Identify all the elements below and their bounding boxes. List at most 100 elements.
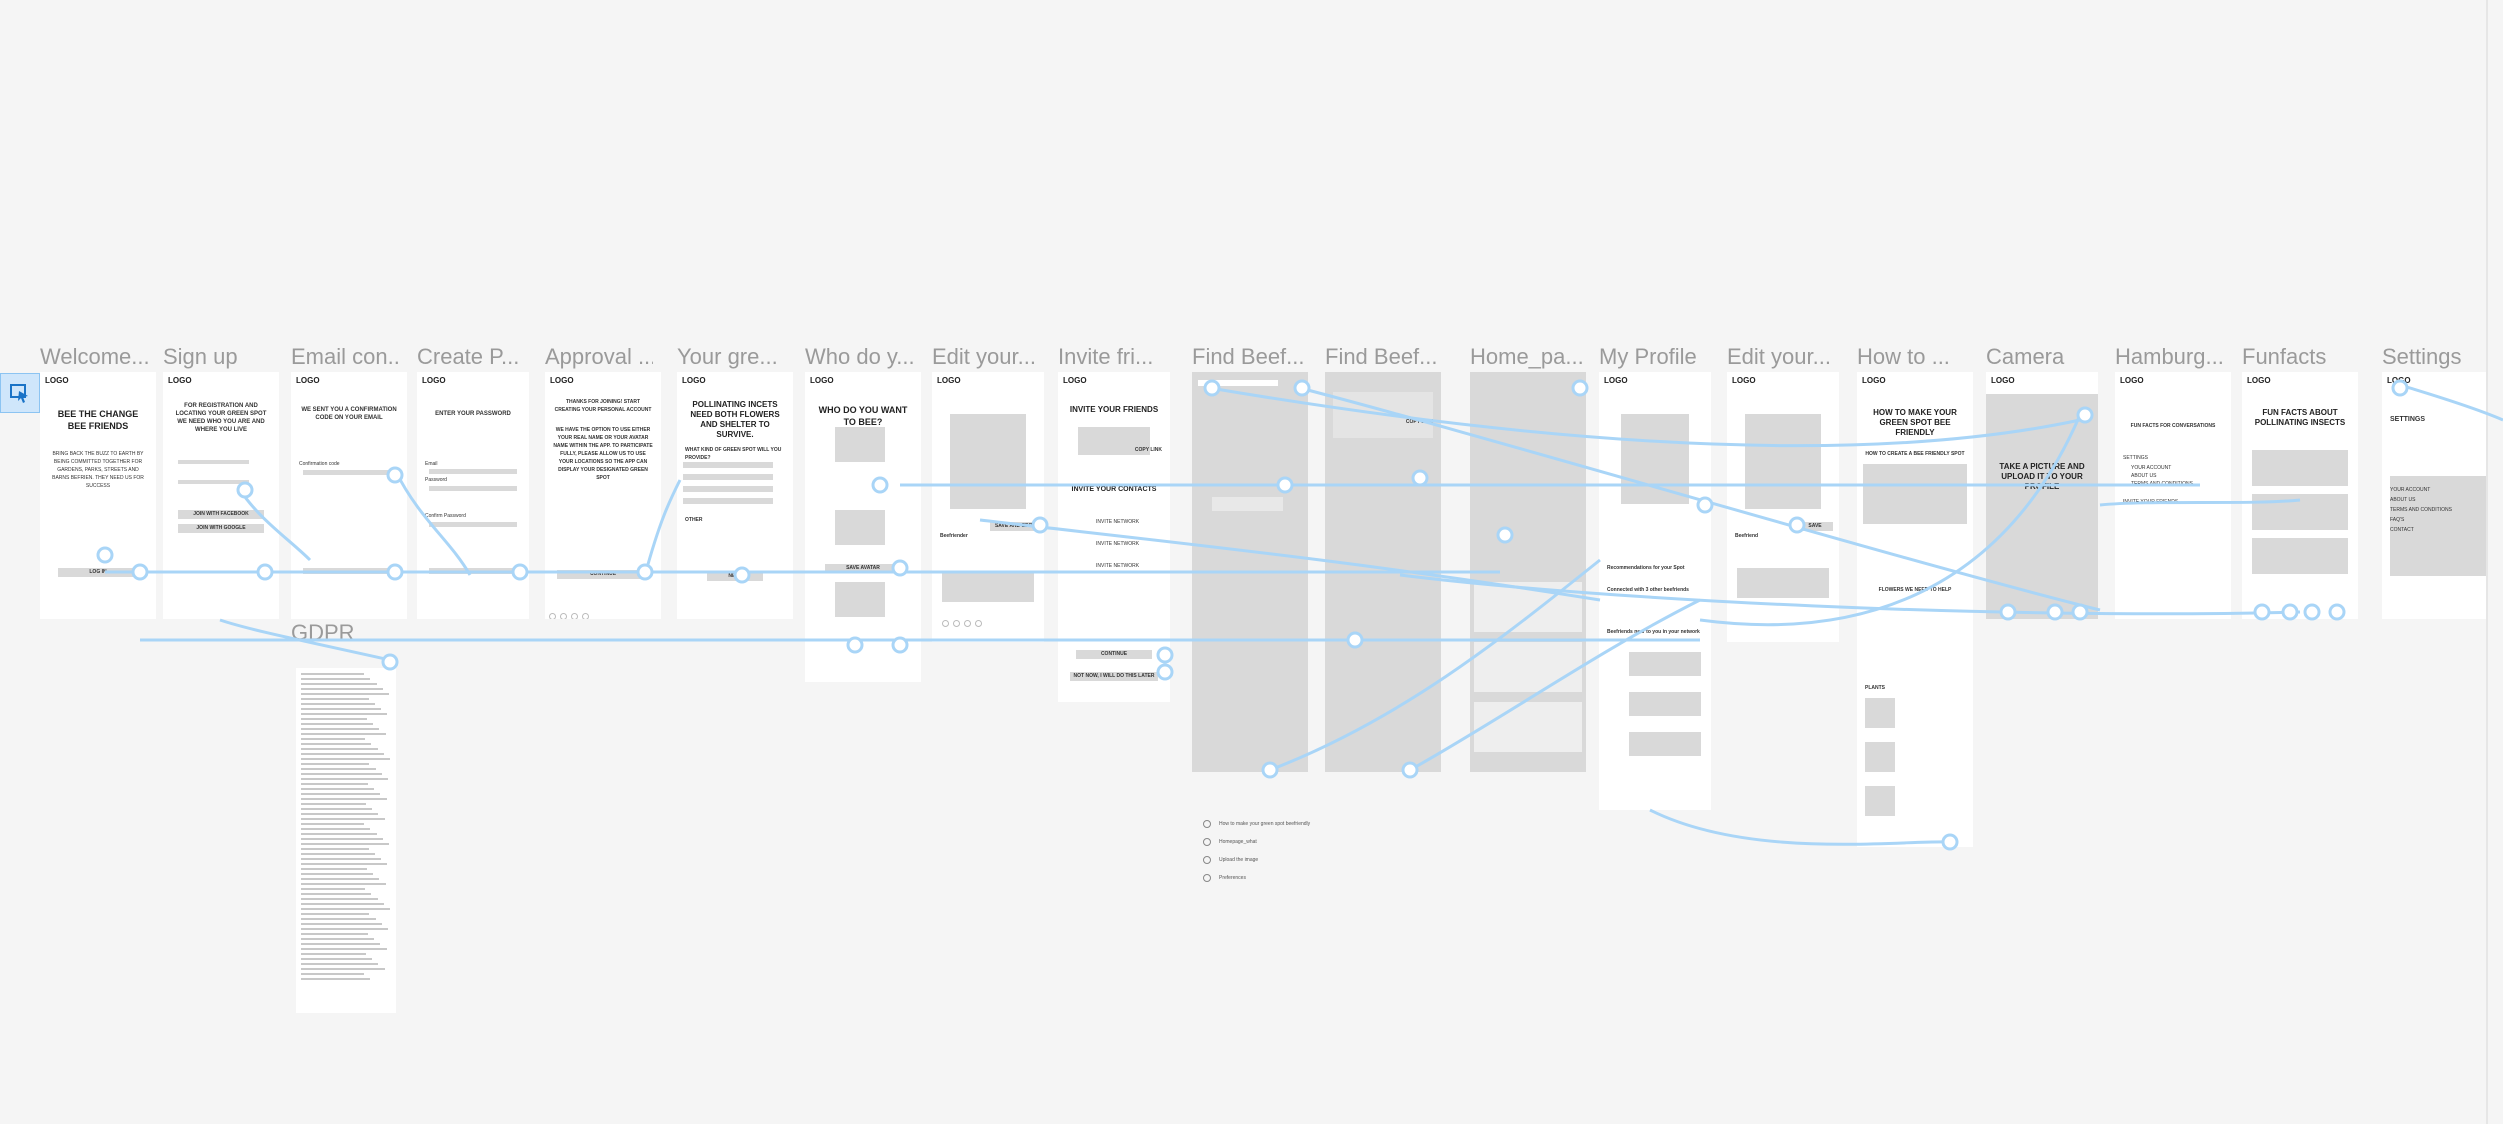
frame-profile[interactable]: LOGO Recommendations for your Spot Conne…: [1599, 372, 1711, 810]
frame-settings[interactable]: LOGO SETTINGS YOUR ACCOUNT ABOUT US TERM…: [2382, 372, 2486, 619]
signup-field[interactable]: [178, 460, 249, 464]
text-area[interactable]: [942, 572, 1034, 602]
fact-card[interactable]: [2252, 450, 2348, 486]
frame-who[interactable]: LOGO WHO DO YOU WANT TO BEE? SAVE AVATAR: [805, 372, 921, 682]
card[interactable]: [1474, 702, 1582, 752]
contact-item[interactable]: INVITE NETWORK: [1096, 541, 1140, 547]
menu-item-terms[interactable]: TERMS AND CONDITIONS: [2131, 481, 2193, 487]
menu-item-invite[interactable]: INVITE YOUR FRIENDS: [2123, 499, 2179, 505]
share-icons-row[interactable]: [1078, 427, 1150, 455]
avatar-image[interactable]: [835, 582, 885, 617]
confirmation-code-input[interactable]: [303, 470, 395, 475]
frame-title-camera[interactable]: Camera: [1986, 344, 2065, 369]
fact-card[interactable]: [2252, 538, 2348, 574]
contact-item[interactable]: INVITE NETWORK: [1096, 519, 1140, 525]
camera-view[interactable]: [1986, 394, 2098, 619]
info-card[interactable]: [1212, 497, 1283, 511]
continue-button[interactable]: CONTINUE: [1076, 650, 1152, 659]
option-item[interactable]: [683, 474, 773, 480]
next-button[interactable]: [429, 568, 517, 574]
frame-title-edit1[interactable]: Edit your...: [932, 344, 1036, 369]
card[interactable]: [1474, 582, 1582, 632]
frame-title-gdpr[interactable]: GDPR: [291, 620, 355, 645]
frame-title-find1[interactable]: Find Beef...: [1192, 344, 1305, 369]
profile-photo-placeholder[interactable]: [950, 414, 1026, 509]
frame-approval[interactable]: LOGO THANKS FOR JOINING! START CREATING …: [545, 372, 661, 619]
frame-title-profile[interactable]: My Profile: [1599, 344, 1697, 369]
frame-title-green[interactable]: Your gre...: [677, 344, 778, 369]
settings-item-faq[interactable]: FAQ'S: [2390, 517, 2405, 523]
fact-card[interactable]: [2252, 494, 2348, 530]
not-now-button[interactable]: NOT NOW, I WILL DO THIS LATER: [1070, 672, 1158, 681]
card[interactable]: [1474, 642, 1582, 692]
gdpr-document[interactable]: [296, 668, 396, 1013]
settings-item-contact[interactable]: CONTACT: [2390, 527, 2414, 533]
frame-find2-map[interactable]: COPY LINK: [1325, 372, 1441, 772]
frame-title-edit2[interactable]: Edit your...: [1727, 344, 1831, 369]
option-item[interactable]: [683, 498, 773, 504]
email-input[interactable]: [429, 469, 517, 474]
menu-item-account[interactable]: YOUR ACCOUNT: [2131, 465, 2172, 471]
frame-find1-map[interactable]: [1192, 372, 1308, 772]
signup-field[interactable]: [178, 480, 249, 484]
avatar-image[interactable]: [835, 510, 885, 545]
join-facebook-button[interactable]: JOIN WITH FACEBOOK: [178, 510, 264, 519]
frame-title-invite[interactable]: Invite fri...: [1058, 344, 1154, 369]
frame-title-who[interactable]: Who do y...: [805, 344, 913, 369]
save-button[interactable]: SAVE: [1797, 522, 1833, 531]
avatar-image[interactable]: [835, 427, 885, 462]
next-button[interactable]: NEXT: [707, 572, 763, 581]
frame-funfacts[interactable]: LOGO FUN FACTS ABOUT POLLINATING INSECTS: [2242, 372, 2358, 619]
menu-item-settings[interactable]: SETTINGS: [2123, 455, 2149, 461]
frame-green[interactable]: LOGO POLLINATING INCETS NEED BOTH FLOWER…: [677, 372, 793, 619]
frame-title-email[interactable]: Email con...: [291, 344, 399, 369]
search-bar[interactable]: [1198, 380, 1278, 386]
frame-hamburger[interactable]: LOGO FUN FACTS FOR CONVERSATIONS SETTING…: [2115, 372, 2231, 619]
present-button[interactable]: [0, 373, 40, 413]
settings-item-terms[interactable]: TERMS AND CONDITIONS: [2390, 507, 2452, 513]
contact-item[interactable]: INVITE NETWORK: [1096, 563, 1140, 569]
frame-home[interactable]: [1470, 372, 1586, 772]
frame-title-welcome[interactable]: Welcome...: [40, 344, 148, 369]
list-item[interactable]: [1629, 732, 1701, 756]
confirm-button[interactable]: [303, 568, 395, 574]
list-item[interactable]: [1629, 692, 1701, 716]
frame-signup[interactable]: LOGO FOR REGISTRATION AND LOCATING YOUR …: [163, 372, 279, 619]
frame-title-home[interactable]: Home_pa...: [1470, 344, 1582, 369]
plant-image[interactable]: [1865, 786, 1895, 816]
frame-password[interactable]: LOGO ENTER YOUR PASSWORD Email Password …: [417, 372, 529, 619]
frame-title-settings[interactable]: Settings: [2382, 344, 2462, 369]
frame-title-password[interactable]: Create P...: [417, 344, 520, 369]
save-avatar-button[interactable]: SAVE AVATAR: [825, 564, 901, 573]
frame-title-hamburger[interactable]: Hamburg...: [2115, 344, 2223, 369]
frame-edit2[interactable]: LOGO Beefriend SAVE: [1727, 372, 1839, 642]
save-and-edit-button[interactable]: SAVE AND EDIT: [990, 522, 1038, 531]
copy-link-button[interactable]: COPY LINK: [1134, 447, 1162, 453]
menu-item-about[interactable]: ABOUT US: [2131, 473, 2157, 479]
frame-howto[interactable]: LOGO HOW TO MAKE YOUR GREEN SPOT BEE FRI…: [1857, 372, 1973, 847]
password-input[interactable]: [429, 486, 517, 491]
frame-camera[interactable]: LOGO TAKE A PICTURE AND UPLOAD IT TO YOU…: [1986, 372, 2098, 619]
profile-photo-placeholder[interactable]: [1745, 414, 1821, 509]
copy-link-button[interactable]: COPY LINK: [1405, 419, 1433, 425]
frame-edit1[interactable]: LOGO Beefriender SAVE AND EDIT: [932, 372, 1044, 642]
frame-title-howto[interactable]: How to ...: [1857, 344, 1950, 369]
login-button[interactable]: LOG IN: [58, 568, 138, 577]
frame-title-funfacts[interactable]: Funfacts: [2242, 344, 2327, 369]
frame-email[interactable]: LOGO WE SENT YOU A CONFIRMATION CODE ON …: [291, 372, 407, 619]
continue-button[interactable]: CONTINUE: [557, 570, 649, 579]
option-item[interactable]: [683, 462, 773, 468]
confirm-password-input[interactable]: [429, 522, 517, 527]
text-area[interactable]: [1737, 568, 1829, 598]
option-item[interactable]: [683, 486, 773, 492]
frame-invite[interactable]: LOGO INVITE YOUR FRIENDS COPY LINK INVIT…: [1058, 372, 1170, 702]
share-popup[interactable]: [1333, 392, 1433, 438]
settings-item-about[interactable]: ABOUT US: [2390, 497, 2416, 503]
frame-title-find2[interactable]: Find Beef...: [1325, 344, 1438, 369]
plant-image[interactable]: [1865, 742, 1895, 772]
article-block[interactable]: [1863, 464, 1967, 524]
frame-title-approval[interactable]: Approval ...: [545, 344, 653, 369]
join-google-button[interactable]: JOIN WITH GOOGLE: [178, 524, 264, 533]
frame-title-signup[interactable]: Sign up: [163, 344, 238, 369]
profile-photo[interactable]: [1621, 414, 1689, 504]
